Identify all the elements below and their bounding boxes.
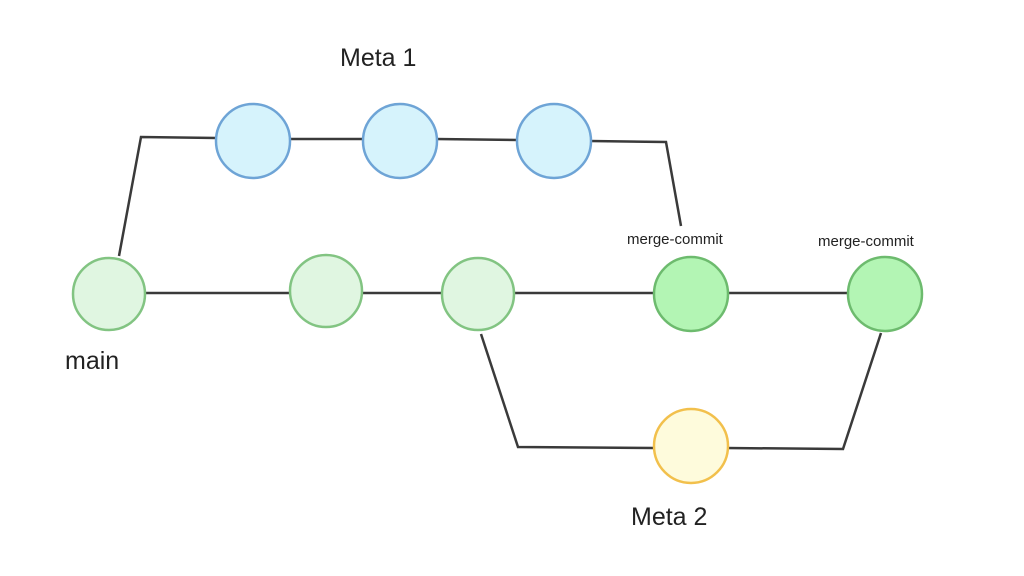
edge-meta1-c2-c3 bbox=[434, 137, 520, 142]
merge-commit-node-2[interactable] bbox=[846, 255, 924, 333]
commit-node-meta1-1[interactable] bbox=[214, 102, 292, 180]
edge-c2-to-meta2 bbox=[479, 333, 656, 450]
branch-label-meta1: Meta 1 bbox=[340, 44, 416, 72]
merge-commit-label-2: merge-commit bbox=[818, 233, 915, 250]
nodes bbox=[71, 102, 924, 485]
commit-node-meta2-1[interactable] bbox=[652, 407, 730, 485]
edge-meta2-to-merge2 bbox=[725, 332, 883, 451]
commit-node-main-3[interactable] bbox=[440, 256, 516, 332]
edges bbox=[117, 135, 883, 451]
commit-node-main-2[interactable] bbox=[288, 253, 364, 329]
edge-meta1-to-merge1 bbox=[589, 139, 683, 227]
labels: Meta 1 main Meta 2 merge-commit merge-co… bbox=[65, 44, 915, 531]
commit-node-main[interactable] bbox=[71, 256, 147, 332]
edge-main-to-meta1 bbox=[117, 135, 218, 257]
branch-label-meta2: Meta 2 bbox=[631, 503, 707, 531]
commit-node-meta1-2[interactable] bbox=[361, 102, 439, 180]
commit-node-meta1-3[interactable] bbox=[515, 102, 593, 180]
branch-label-main: main bbox=[65, 347, 119, 375]
merge-commit-label-1: merge-commit bbox=[627, 231, 724, 248]
merge-commit-node-1[interactable] bbox=[652, 255, 730, 333]
